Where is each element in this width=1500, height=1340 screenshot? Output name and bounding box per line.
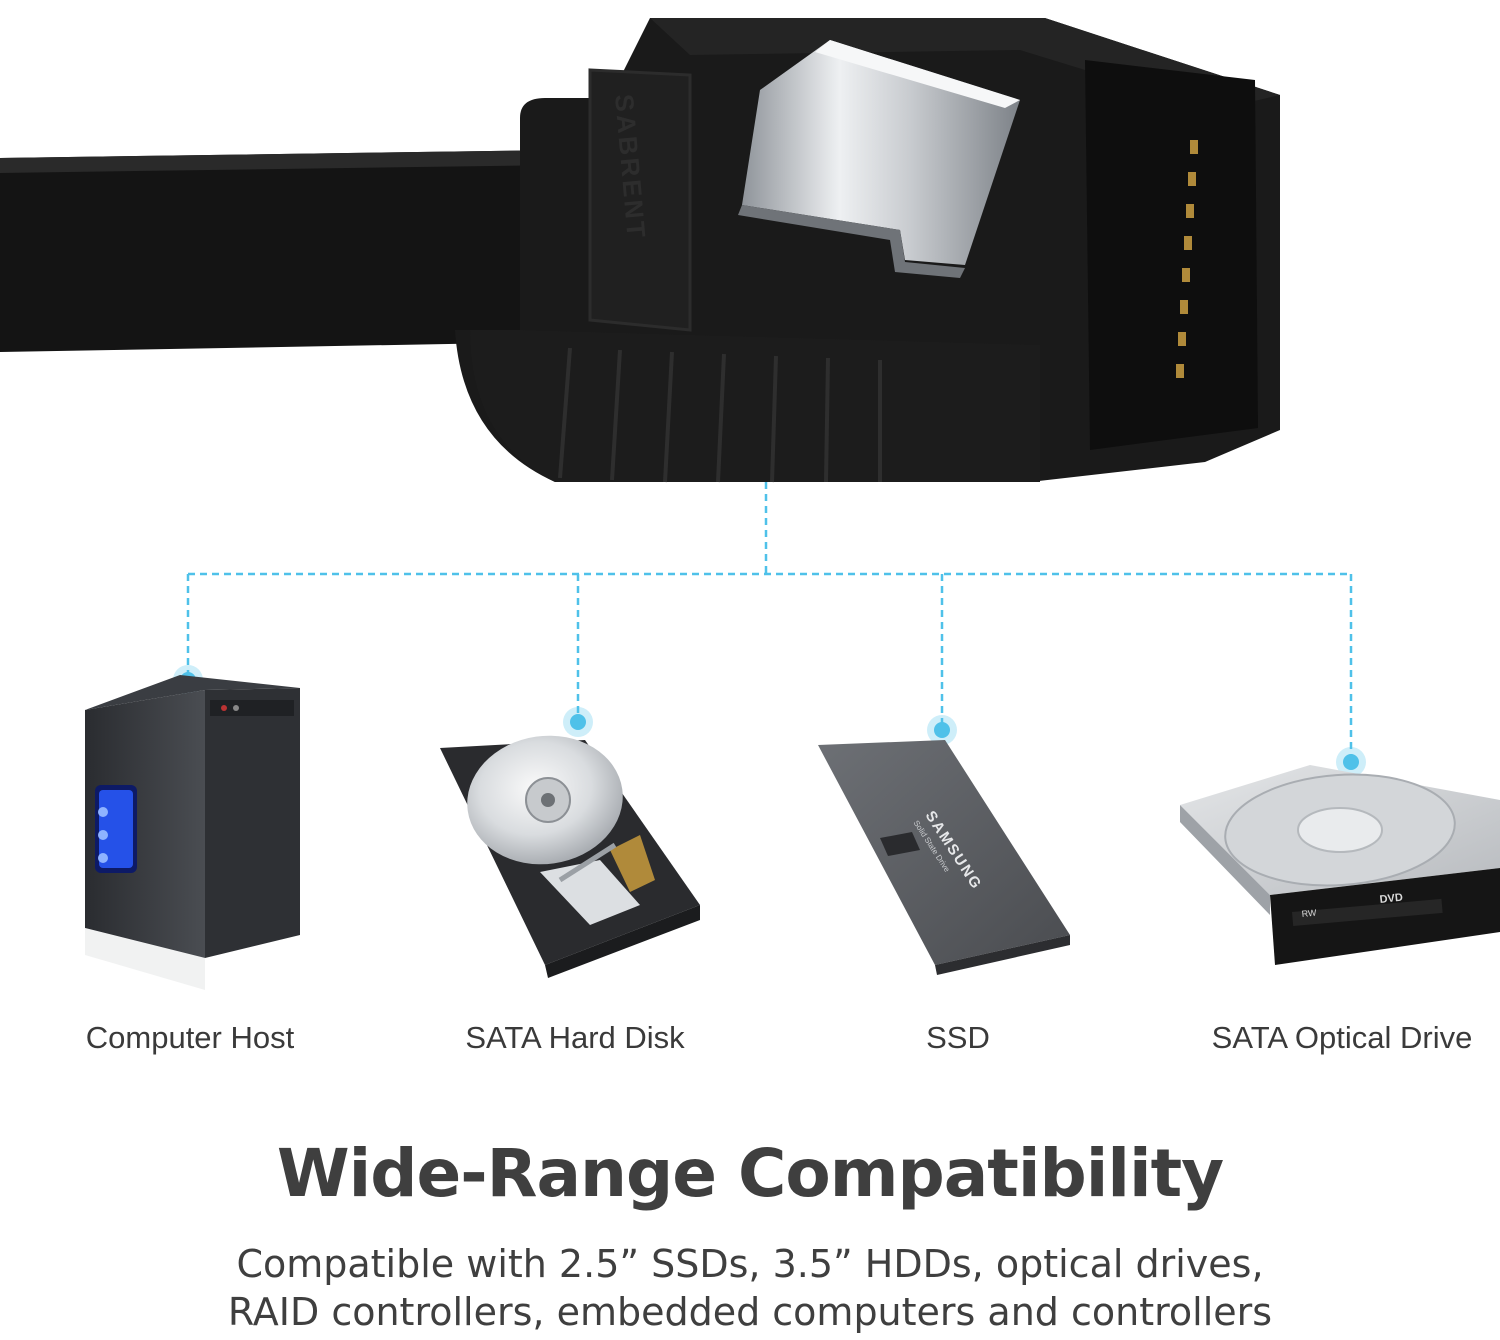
odd-dvd-badge: DVD xyxy=(1379,892,1403,906)
label-sata-hard-disk: SATA Hard Disk xyxy=(465,1020,685,1055)
connection-dots xyxy=(173,665,1366,777)
subtitle-line-1: Compatible with 2.5” SSDs, 3.5” HDDs, op… xyxy=(236,1242,1264,1286)
blue-led-panel xyxy=(95,785,137,873)
ssd-icon: SAMSUNG Solid State Drive xyxy=(818,740,1070,975)
label-ssd: SSD xyxy=(926,1020,990,1055)
subtitle-line-2: RAID controllers, embedded computers and… xyxy=(227,1290,1273,1334)
grip-ridges xyxy=(558,347,882,483)
sata-connector: SABRENT xyxy=(0,18,1280,483)
pins xyxy=(1176,140,1198,378)
label-sata-optical-drive: SATA Optical Drive xyxy=(1211,1020,1473,1055)
product-illustration: SABRENT xyxy=(0,18,1500,990)
optical-drive-icon: DVD RW xyxy=(1180,765,1500,965)
hard-disk-icon xyxy=(440,735,700,978)
label-computer-host: Computer Host xyxy=(85,1020,295,1055)
computer-host-icon xyxy=(85,675,300,990)
headline: Wide-Range Compatibility xyxy=(276,1135,1224,1212)
connection-lines xyxy=(186,482,1353,762)
connector-housing xyxy=(455,18,1280,483)
latch-clip xyxy=(738,40,1020,278)
odd-rw-badge: RW xyxy=(1301,907,1317,919)
flat-cable xyxy=(0,150,560,352)
